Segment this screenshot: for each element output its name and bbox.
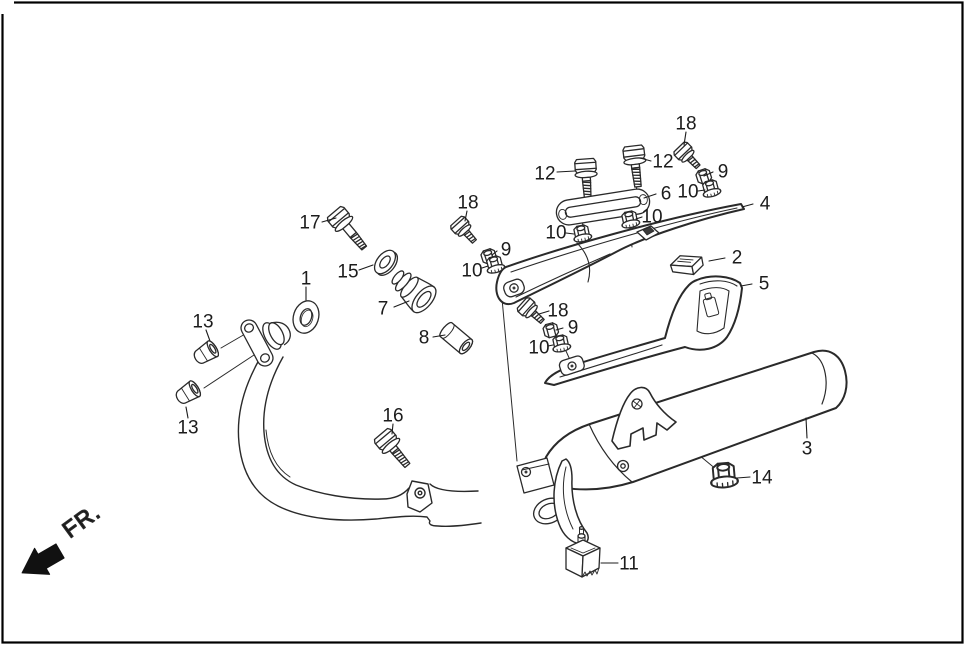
clip-nut-2 xyxy=(669,255,704,276)
callout-label-17-24[interactable]: 17 xyxy=(299,213,320,234)
callout-leader-line xyxy=(491,250,498,256)
callout-label-6-5[interactable]: 6 xyxy=(661,184,672,205)
callout-label-18-25[interactable]: 18 xyxy=(457,193,478,214)
callout-leader-line xyxy=(805,417,808,439)
callout-leader-line xyxy=(697,189,706,192)
collar-8 xyxy=(439,321,474,355)
callout-leader-line xyxy=(555,327,564,331)
pipe-inlet-flange xyxy=(240,319,291,367)
callout-label-5-4[interactable]: 5 xyxy=(759,274,770,295)
callout-leader-line xyxy=(432,334,446,338)
callout-leader-line xyxy=(708,257,726,262)
callout-label-9-9[interactable]: 9 xyxy=(501,240,512,261)
callout-label-3-2[interactable]: 3 xyxy=(802,439,813,460)
callout-label-10-11[interactable]: 10 xyxy=(677,182,698,203)
callout-leader-line xyxy=(358,264,374,271)
callout-label-13-19[interactable]: 13 xyxy=(192,312,213,333)
callout-leader-line xyxy=(683,131,687,146)
callout-leader-line xyxy=(740,283,753,287)
callout-leader-line xyxy=(205,329,211,342)
callout-leader-line xyxy=(547,344,554,347)
callout-leader-line xyxy=(635,216,643,220)
heat-shield-lower-5 xyxy=(544,275,743,386)
callout-label-1-0[interactable]: 1 xyxy=(301,269,312,290)
callout-label-10-14[interactable]: 10 xyxy=(461,261,482,282)
callout-leader-line xyxy=(556,170,576,173)
callout-label-9-8[interactable]: 9 xyxy=(718,162,729,183)
callout-label-10-15[interactable]: 10 xyxy=(528,338,549,359)
washer-15 xyxy=(373,249,399,276)
callout-leader-line xyxy=(538,310,550,315)
callout-label-10-12[interactable]: 10 xyxy=(641,207,662,228)
gasket-ring-1 xyxy=(292,300,320,334)
callout-label-2-1[interactable]: 2 xyxy=(732,248,743,269)
callout-label-11-16[interactable]: 11 xyxy=(619,554,639,575)
bolt-12-right xyxy=(621,144,650,189)
fr-label: FR. xyxy=(57,498,105,543)
callout-label-13-20[interactable]: 13 xyxy=(177,418,198,439)
callout-leader-line xyxy=(185,406,189,419)
exhaust-pipe xyxy=(237,356,482,527)
callout-leader-line xyxy=(393,300,410,308)
callout-leader-line xyxy=(736,476,751,479)
callout-leader-line xyxy=(643,193,657,199)
callout-label-14-21[interactable]: 14 xyxy=(751,468,773,489)
callout-leader-line xyxy=(741,203,754,208)
callout-leader-line xyxy=(391,423,394,435)
callout-label-18-26[interactable]: 18 xyxy=(675,114,696,135)
callout-label-4-3[interactable]: 4 xyxy=(760,194,771,215)
border-corner-notch xyxy=(0,0,14,14)
callout-label-18-27[interactable]: 18 xyxy=(547,301,568,322)
callout-label-12-17[interactable]: 12 xyxy=(534,164,555,185)
callout-label-7-6[interactable]: 7 xyxy=(378,299,389,320)
callout-label-16-23[interactable]: 16 xyxy=(382,406,403,427)
muffler-3 xyxy=(516,349,848,545)
callout-label-8-7[interactable]: 8 xyxy=(419,328,430,349)
rubber-spool-7 xyxy=(391,270,437,314)
callout-leader-line xyxy=(321,217,337,223)
cap-nut-13-lower xyxy=(172,378,204,408)
callout-leader-line xyxy=(464,210,468,222)
callout-layer: 1234567899910101010101112121313141516171… xyxy=(177,114,812,575)
bolt-16 xyxy=(371,426,417,474)
callout-leader-line xyxy=(481,265,489,269)
bolt-12-left xyxy=(573,157,600,202)
fr-direction-indicator: FR. xyxy=(21,498,106,575)
flange-nut-14 xyxy=(708,461,740,490)
callout-label-9-10[interactable]: 9 xyxy=(568,318,579,339)
callout-label-12-18[interactable]: 12 xyxy=(652,152,673,173)
callout-label-10-13[interactable]: 10 xyxy=(545,223,566,244)
heat-shield-upper-4 xyxy=(495,203,745,306)
bolt-18-top xyxy=(671,140,706,174)
fr-arrow-icon xyxy=(21,543,65,575)
callout-label-15-22[interactable]: 15 xyxy=(337,262,358,283)
valve-box-11 xyxy=(565,526,601,578)
cap-nut-13-upper xyxy=(190,338,222,368)
bolt-17 xyxy=(324,204,374,256)
callout-leader-line xyxy=(565,232,575,235)
callout-leader-line xyxy=(639,157,652,162)
callout-leader-line xyxy=(703,171,714,177)
